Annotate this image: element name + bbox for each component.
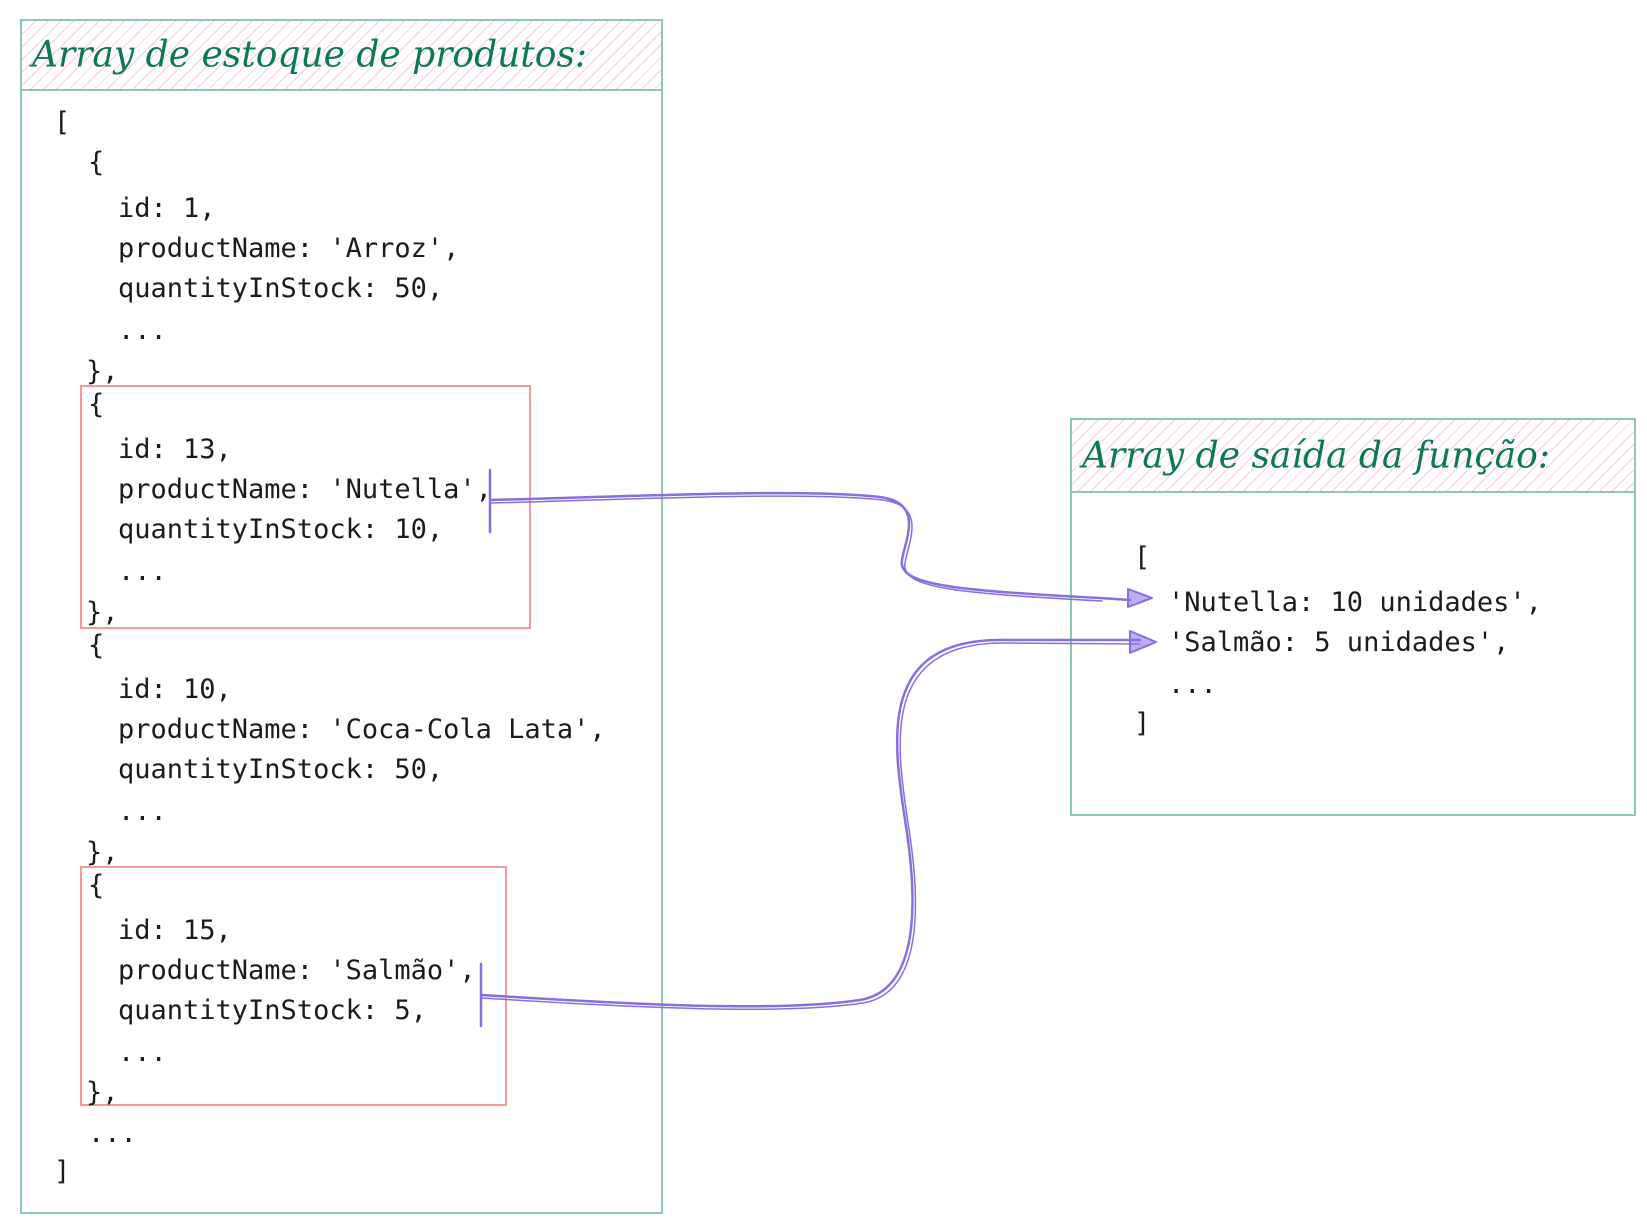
code-line: ] — [54, 1156, 71, 1187]
code-line: quantityInStock: 50, — [118, 754, 444, 785]
code-line: productName: 'Salmão', — [118, 955, 476, 986]
arrowhead-nutella — [1127, 588, 1153, 608]
code-line: [ — [54, 107, 71, 138]
stock-array-title: Array de estoque de produtos: — [32, 34, 588, 76]
output-array-header: Array de saída da função: — [1072, 420, 1634, 493]
code-line: 'Salmão: 5 unidades', — [1168, 627, 1510, 658]
code-line: id: 1, — [118, 193, 216, 224]
code-line: 'Nutella: 10 unidades', — [1168, 587, 1542, 618]
code-line: quantityInStock: 5, — [118, 995, 427, 1026]
arrow-nutella — [489, 491, 1132, 602]
code-line: { — [88, 389, 105, 420]
output-array-title: Array de saída da função: — [1082, 435, 1550, 476]
code-line: productName: 'Arroz', — [118, 233, 460, 264]
code-line: }, — [86, 597, 119, 628]
code-line: ... — [118, 1037, 167, 1068]
output-array-panel: Array de saída da função: — [1070, 418, 1636, 816]
code-line: }, — [86, 1077, 119, 1108]
code-line: ... — [1168, 669, 1217, 700]
code-line: ... — [118, 556, 167, 587]
stock-array-panel: Array de estoque de produtos: — [20, 19, 663, 1214]
arrowhead-salmao — [1129, 630, 1157, 654]
code-line: productName: 'Coca-Cola Lata', — [118, 714, 606, 745]
arrow-salmao — [480, 638, 1142, 1008]
code-line: ... — [88, 1118, 137, 1149]
arrow-nutella — [490, 495, 1103, 602]
output-array-code: [ 'Nutella: 10 unidades', 'Salmão: 5 uni… — [0, 0, 1542, 739]
code-line: { — [88, 870, 105, 901]
highlight-nutella — [80, 385, 531, 629]
code-line: id: 10, — [118, 674, 232, 705]
code-line: quantityInStock: 50, — [118, 273, 444, 304]
code-line: [ — [1134, 542, 1151, 573]
code-line: productName: 'Nutella', — [118, 474, 492, 505]
code-line: quantityInStock: 10, — [118, 514, 444, 545]
highlight-salmao — [80, 866, 507, 1106]
code-line: ] — [1134, 708, 1151, 739]
code-line: { — [88, 147, 105, 178]
code-line: id: 13, — [118, 434, 232, 465]
arrow-salmao — [481, 642, 1141, 1011]
code-line: ... — [118, 796, 167, 827]
code-line: id: 15, — [118, 915, 232, 946]
stock-array-header: Array de estoque de produtos: — [22, 21, 661, 91]
code-line: ... — [118, 315, 167, 346]
code-line: }, — [86, 356, 119, 387]
code-line: { — [88, 630, 105, 661]
code-line: }, — [86, 837, 119, 868]
stock-array-code: [ { id: 1, productName: 'Arroz', quantit… — [0, 0, 606, 1187]
